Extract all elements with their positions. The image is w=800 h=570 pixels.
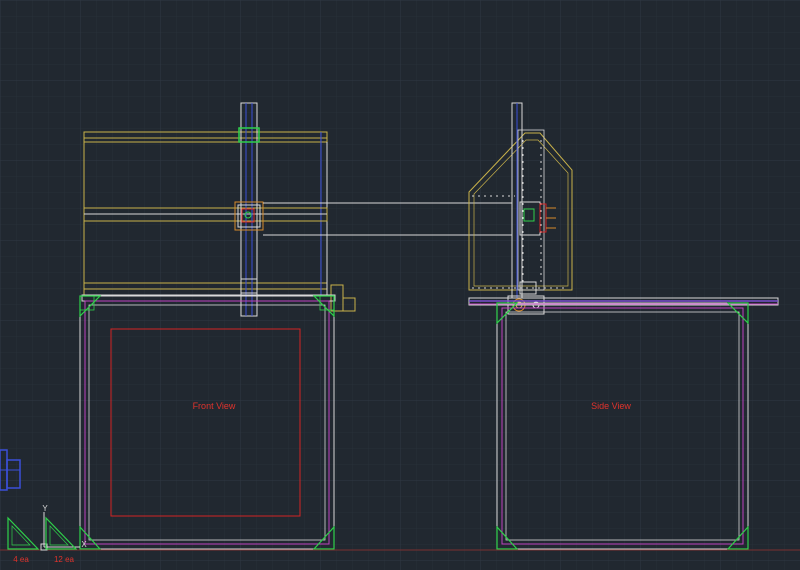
qty-label-left: 4 ea bbox=[13, 555, 29, 564]
ucs-x-label: X bbox=[81, 540, 87, 549]
gusset-symbol-left bbox=[7, 516, 40, 550]
gusset-symbols: 4 ea 12 ea bbox=[7, 516, 78, 564]
gusset-symbol-right bbox=[45, 516, 78, 550]
front-inner-panel bbox=[110, 328, 301, 517]
projection-lines bbox=[263, 202, 512, 236]
side-table-frame bbox=[496, 302, 749, 550]
front-view-drawing bbox=[79, 102, 356, 550]
offscreen-object bbox=[0, 449, 21, 491]
front-table-frame bbox=[79, 295, 335, 550]
ucs-y-label: Y bbox=[42, 504, 48, 513]
qty-label-right: 12 ea bbox=[54, 555, 75, 564]
side-view-label: Side View bbox=[591, 401, 631, 411]
front-vertical-gantry bbox=[240, 102, 258, 317]
front-carriage bbox=[234, 201, 264, 231]
side-view-drawing bbox=[468, 102, 779, 550]
side-housing bbox=[468, 132, 573, 291]
front-view-label: Front View bbox=[193, 401, 236, 411]
